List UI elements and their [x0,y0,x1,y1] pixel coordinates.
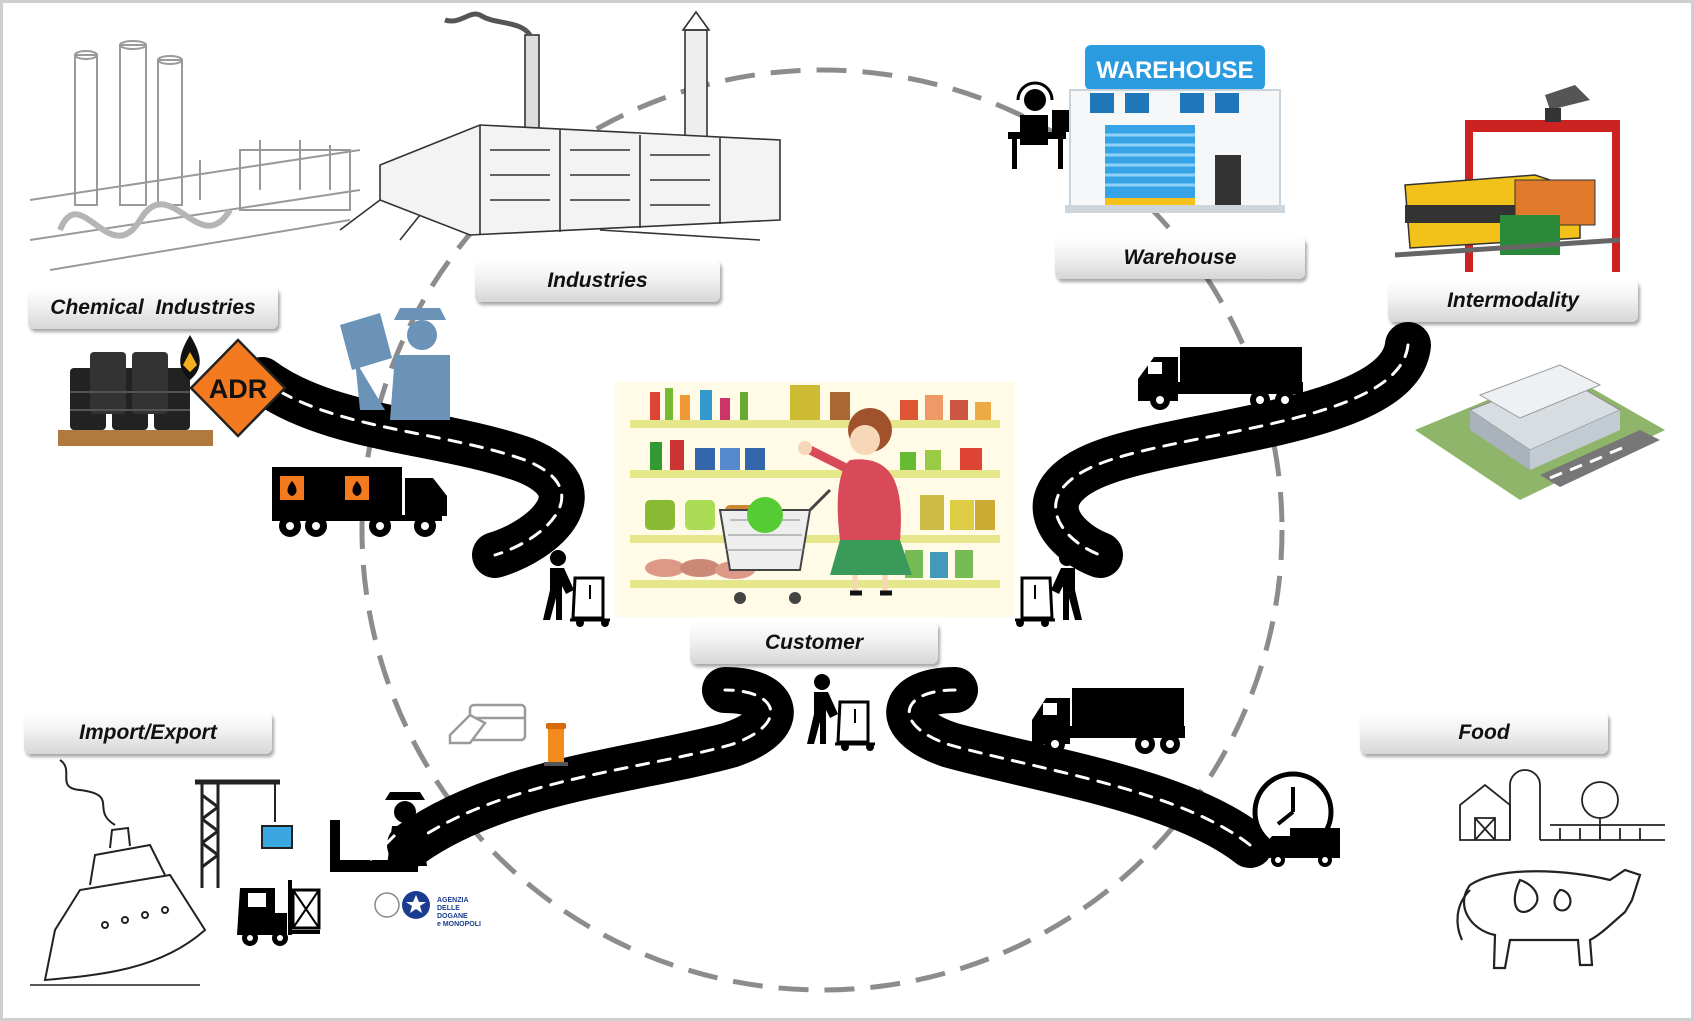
delivery-truck-icon [1138,347,1303,410]
agency-line-4: e MONOPOLI [437,921,481,928]
road-left-top [239,357,585,578]
label-customer: Customer [690,622,938,664]
worker-hand-truck-icon [807,674,875,751]
agency-line-2: DELLE [437,905,460,912]
hazmat-tanker-truck-icon [272,467,447,537]
adr-sign-text: ADR [209,374,268,404]
container-crane-train-icon [1394,85,1621,272]
worker-hand-truck-icon [543,550,610,627]
warehouse-building-icon: WAREHOUSE [1065,45,1285,213]
chemical-plant-sketch [29,40,361,271]
farm-sketch [1459,769,1665,841]
road-right-top [1032,322,1431,578]
oil-barrels-icon [58,335,213,446]
label-import-export: Import/Export [24,712,272,754]
road-left-bottom [387,667,794,868]
logistics-hub-icon [1415,364,1665,500]
flow-circle [359,67,1285,993]
warehouse-sign-text: WAREHOUSE [1096,57,1253,84]
delivery-truck-icon [1032,688,1185,754]
road-network [239,322,1431,868]
label-warehouse: Warehouse [1055,237,1305,279]
adr-hazard-sign-icon: ADR [189,338,287,438]
clock-delivery-van-icon [1252,771,1340,867]
label-food: Food [1360,712,1608,754]
agency-line-1: AGENZIA [437,897,469,904]
traffic-barrier-icon [544,723,568,766]
ship-sketch [30,759,207,986]
label-intermodality: Intermodality [1388,280,1638,322]
port-crane-icon [195,779,293,888]
agency-line-3: DOGANE [437,913,468,920]
customs-officer-icon [340,308,450,420]
call-center-operator-icon [1008,81,1070,169]
forklift-icon [237,880,321,946]
label-chemical-industries: Chemical Industries [28,287,278,329]
customs-agency-logo: AGENZIA DELLE DOGANE e MONOPOLI [374,891,481,928]
customs-agent-icon [330,792,427,872]
factory-sketch [339,10,781,241]
label-industries: Industries [475,260,720,302]
supermarket-shopper-icon [615,382,1015,617]
cow-sketch [1456,868,1642,970]
worker-hand-truck-icon [1015,550,1082,627]
road-right-bottom [886,667,1273,868]
card-payment-icon [448,703,527,745]
